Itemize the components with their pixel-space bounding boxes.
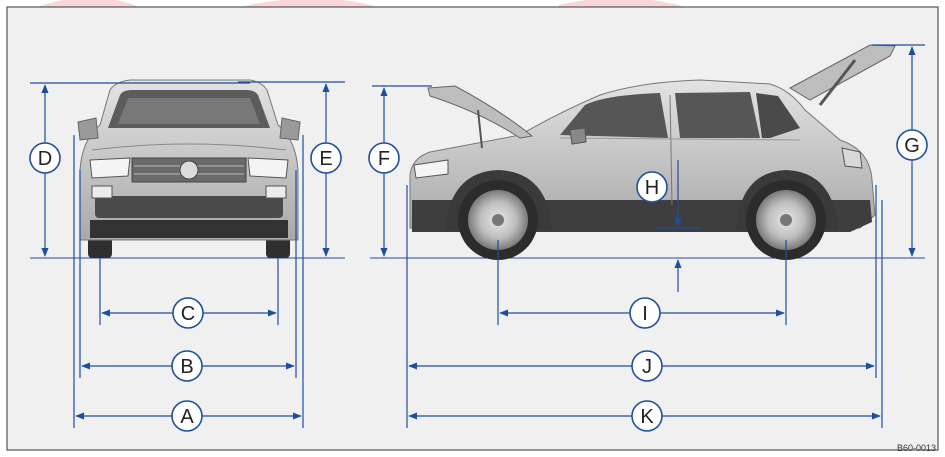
- label-A: A: [180, 406, 194, 428]
- label-circle-F: [368, 142, 400, 174]
- label-H: H: [645, 177, 659, 199]
- label-K: K: [640, 406, 654, 428]
- figure-code: B60-0013: [897, 443, 936, 453]
- label-circle-B: [171, 350, 203, 382]
- label-circle-G: [896, 129, 928, 161]
- label-circle-K: [631, 400, 663, 432]
- label-E: E: [319, 148, 332, 170]
- label-circle-J: [631, 350, 663, 382]
- label-circle-C: [172, 297, 204, 329]
- label-B: B: [180, 356, 193, 378]
- label-C: C: [181, 303, 195, 325]
- side-view-vehicle: [409, 44, 896, 260]
- label-circle-I: [629, 297, 661, 329]
- label-J: J: [642, 356, 652, 378]
- label-circle-A: [171, 400, 203, 432]
- label-F: F: [378, 148, 390, 170]
- label-D: D: [38, 148, 52, 170]
- label-I: I: [642, 303, 648, 325]
- label-circle-E: [310, 142, 342, 174]
- front-view-vehicle: [77, 79, 301, 258]
- label-circle-D: [29, 142, 61, 174]
- label-circle-H: [636, 171, 668, 203]
- label-G: G: [904, 135, 920, 157]
